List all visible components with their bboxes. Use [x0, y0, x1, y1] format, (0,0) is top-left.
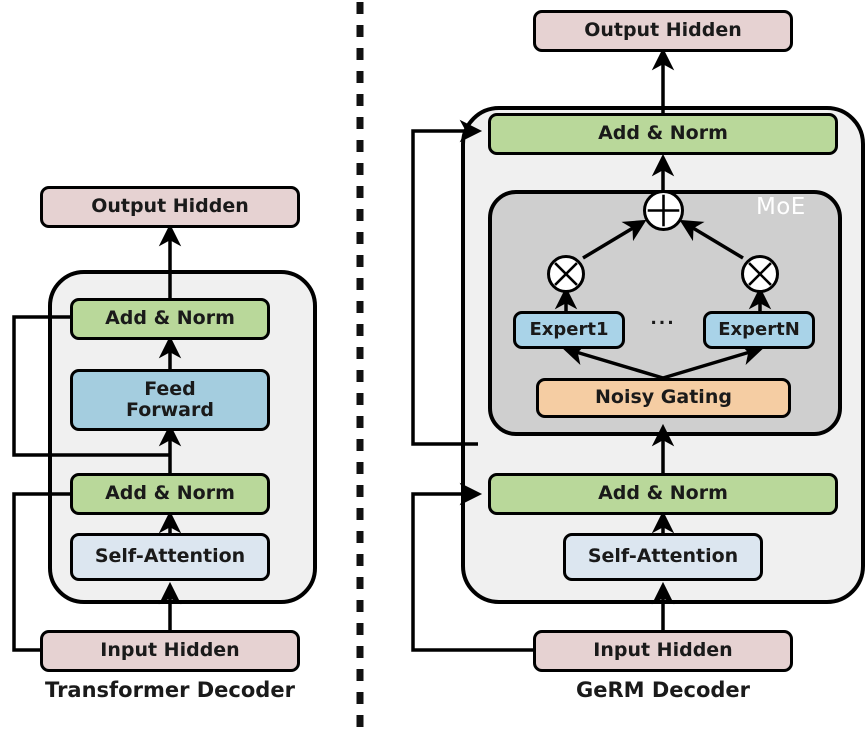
right-self-attention-box[interactable]: Self-Attention — [563, 533, 763, 581]
plus-in-circle-icon — [647, 194, 680, 227]
left-self-attention-box[interactable]: Self-Attention — [70, 533, 270, 581]
arrow-multiply-first-to-sum — [582, 219, 647, 260]
right-panel-caption-text: GeRM Decoder — [575, 678, 751, 702]
left-panel-caption: Transformer Decoder — [0, 678, 340, 702]
right-add-norm-top-box[interactable]: Add & Norm — [488, 113, 838, 155]
right-self-attention-label: Self-Attention — [587, 545, 739, 568]
expert-ellipsis-text: ... — [650, 309, 676, 329]
right-output-hidden-box[interactable]: Output Hidden — [533, 10, 793, 52]
multiply-operator-last-circle — [741, 255, 779, 293]
left-add-norm-bottom-box[interactable]: Add & Norm — [70, 473, 270, 515]
right-output-hidden-label: Output Hidden — [584, 19, 742, 42]
right-add-norm-top-label: Add & Norm — [598, 122, 728, 145]
left-add-norm-top-box[interactable]: Add & Norm — [70, 298, 270, 340]
left-add-norm-top-label: Add & Norm — [105, 307, 235, 330]
right-add-norm-bottom-label: Add & Norm — [598, 482, 728, 505]
left-panel-caption-text: Transformer Decoder — [45, 678, 295, 702]
right-add-norm-bottom-box[interactable]: Add & Norm — [488, 473, 838, 515]
moe-panel-label-text: MoE — [756, 194, 806, 220]
right-panel-caption: GeRM Decoder — [503, 678, 823, 702]
left-input-hidden-label: Input Hidden — [100, 639, 240, 662]
left-feed-forward-box[interactable]: Feed Forward — [70, 369, 270, 431]
residual-moe-skip — [411, 119, 483, 446]
left-feed-forward-label: Feed Forward — [126, 377, 214, 421]
residual-input-skip-right — [411, 482, 535, 652]
right-expert-last-box[interactable]: ExpertN — [703, 311, 815, 349]
right-input-hidden-box[interactable]: Input Hidden — [533, 630, 793, 672]
moe-panel-label: MoE — [756, 194, 806, 220]
right-input-hidden-label: Input Hidden — [593, 639, 733, 662]
left-output-hidden-label: Output Hidden — [91, 195, 249, 218]
right-noisy-gating-box[interactable]: Noisy Gating — [536, 378, 791, 418]
times-in-circle-icon — [748, 262, 772, 286]
right-expert-first-label: Expert1 — [529, 318, 609, 340]
arrow-gating-to-expert-first — [562, 343, 664, 380]
left-output-hidden-box[interactable]: Output Hidden — [40, 186, 300, 228]
transformer-decoder-shell — [48, 270, 317, 604]
right-noisy-gating-label: Noisy Gating — [595, 386, 732, 409]
multiply-operator-first-circle — [547, 255, 585, 293]
arrow-gating-to-expert-last — [662, 343, 764, 380]
expert-ellipsis: ... — [640, 309, 686, 329]
sum-operator-circle — [643, 190, 684, 231]
left-self-attention-label: Self-Attention — [94, 545, 246, 568]
arrow-multiply-last-to-sum — [679, 219, 744, 260]
right-expert-last-label: ExpertN — [718, 318, 800, 340]
right-expert-first-box[interactable]: Expert1 — [513, 311, 625, 349]
left-add-norm-bottom-label: Add & Norm — [105, 482, 235, 505]
times-in-circle-icon — [554, 262, 578, 286]
left-input-hidden-box[interactable]: Input Hidden — [40, 630, 300, 672]
